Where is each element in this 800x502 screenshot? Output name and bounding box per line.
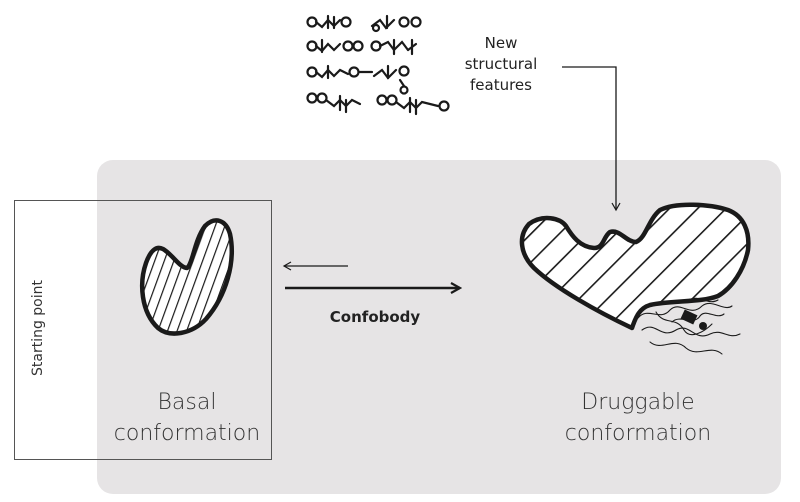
druggable-line2: conformation [564, 421, 712, 446]
druggable-conformation-shape [519, 202, 751, 331]
basal-conformation-shape [139, 218, 234, 336]
chemical-structures-icon [306, 14, 450, 116]
confobody-label: Confobody [329, 308, 421, 326]
druggable-conformation-label: Druggable conformation [548, 387, 728, 449]
new-structural-features-label: New structural features [446, 33, 556, 96]
starting-point-frame [14, 200, 272, 460]
new-features-pointer [562, 66, 621, 212]
confobody-molecule [637, 297, 741, 355]
basal-line2: conformation [113, 421, 261, 446]
druggable-line1: Druggable [581, 390, 695, 415]
basal-line1: Basal [157, 390, 217, 415]
new-features-line3: features [470, 76, 532, 94]
new-features-line1: New [484, 34, 518, 52]
basal-conformation-label: Basal conformation [102, 387, 272, 449]
new-features-line2: structural [464, 55, 538, 73]
confobody-core [680, 309, 707, 330]
